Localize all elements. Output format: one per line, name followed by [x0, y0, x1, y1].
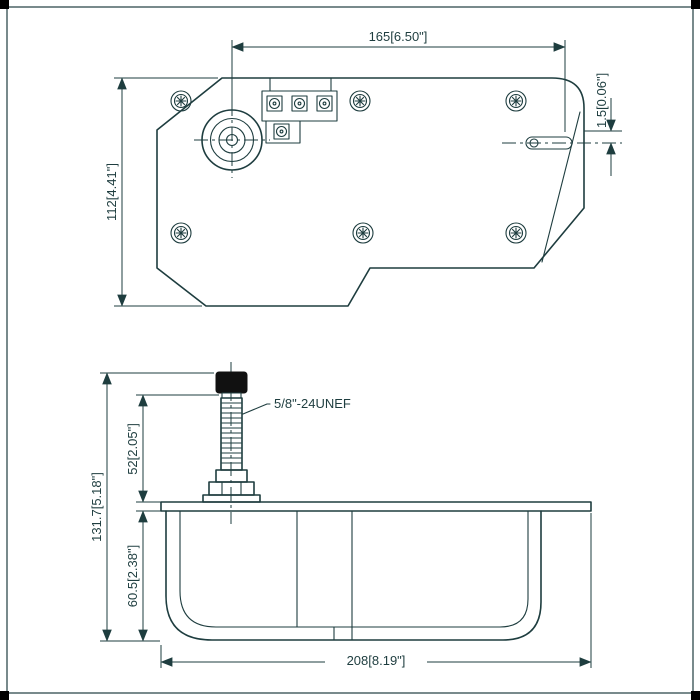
dim-shaft-height: 52[2.05"]: [125, 394, 219, 503]
corner-mark: [0, 691, 9, 700]
dim-label-top-height: 112[4.41"]: [104, 163, 119, 221]
torx-screw: [505, 222, 527, 244]
torx-screw: [170, 222, 192, 244]
body-outline: [165, 510, 542, 641]
dim-top-height: 112[4.41"]: [104, 77, 218, 307]
mount-slot: [502, 136, 622, 150]
body-seams: [296, 510, 353, 641]
corner-mark: [0, 0, 9, 9]
dim-body-height: 60.5[2.38"]: [125, 510, 161, 642]
shaft-hub: [194, 102, 270, 178]
top-view: 165[6.50"] 112[4.41"] 1.5[0.06"]: [104, 29, 622, 307]
shaft-cap: [215, 371, 248, 394]
body-inner-contour: [179, 510, 529, 628]
dim-total-height: 131.7[5.18"]: [89, 372, 214, 642]
dim-label-slot-offset: 1.5[0.06"]: [594, 73, 609, 128]
torx-screw: [505, 90, 527, 112]
motor-body: [165, 510, 542, 641]
dim-top-width: 165[6.50"]: [231, 29, 566, 132]
dim-body-width: 208[8.19"]: [160, 513, 592, 668]
torx-screw: [349, 90, 371, 112]
dim-label-body-width: 208[8.19"]: [347, 653, 406, 668]
sheet-border: [6, 6, 694, 694]
thread-callout: 5/8"-24UNEF: [242, 396, 351, 415]
dim-label-total-height: 131.7[5.18"]: [89, 472, 104, 542]
mount-flange: [160, 501, 592, 512]
torx-screw: [170, 90, 192, 112]
plate-outline: [156, 77, 585, 307]
terminal-block: [261, 77, 338, 144]
thread-lines: [221, 402, 242, 464]
plate-fold-line: [541, 111, 581, 263]
hub-centerlines: [194, 102, 270, 178]
threaded-shaft: [220, 397, 243, 471]
thread-spec-label: 5/8"-24UNEF: [274, 396, 351, 411]
corner-mark: [691, 0, 700, 9]
dim-slot-offset: 1.5[0.06"]: [584, 73, 622, 176]
dim-label-shaft-height: 52[2.05"]: [125, 423, 140, 475]
dim-label-top-width: 165[6.50"]: [369, 29, 428, 44]
dim-label-body-height: 60.5[2.38"]: [125, 545, 140, 607]
corner-mark: [691, 691, 700, 700]
torx-screw: [352, 222, 374, 244]
side-view: 5/8"-24UNEF 131.7[5.18"] 52[2.05"] 60.5[…: [89, 362, 592, 668]
